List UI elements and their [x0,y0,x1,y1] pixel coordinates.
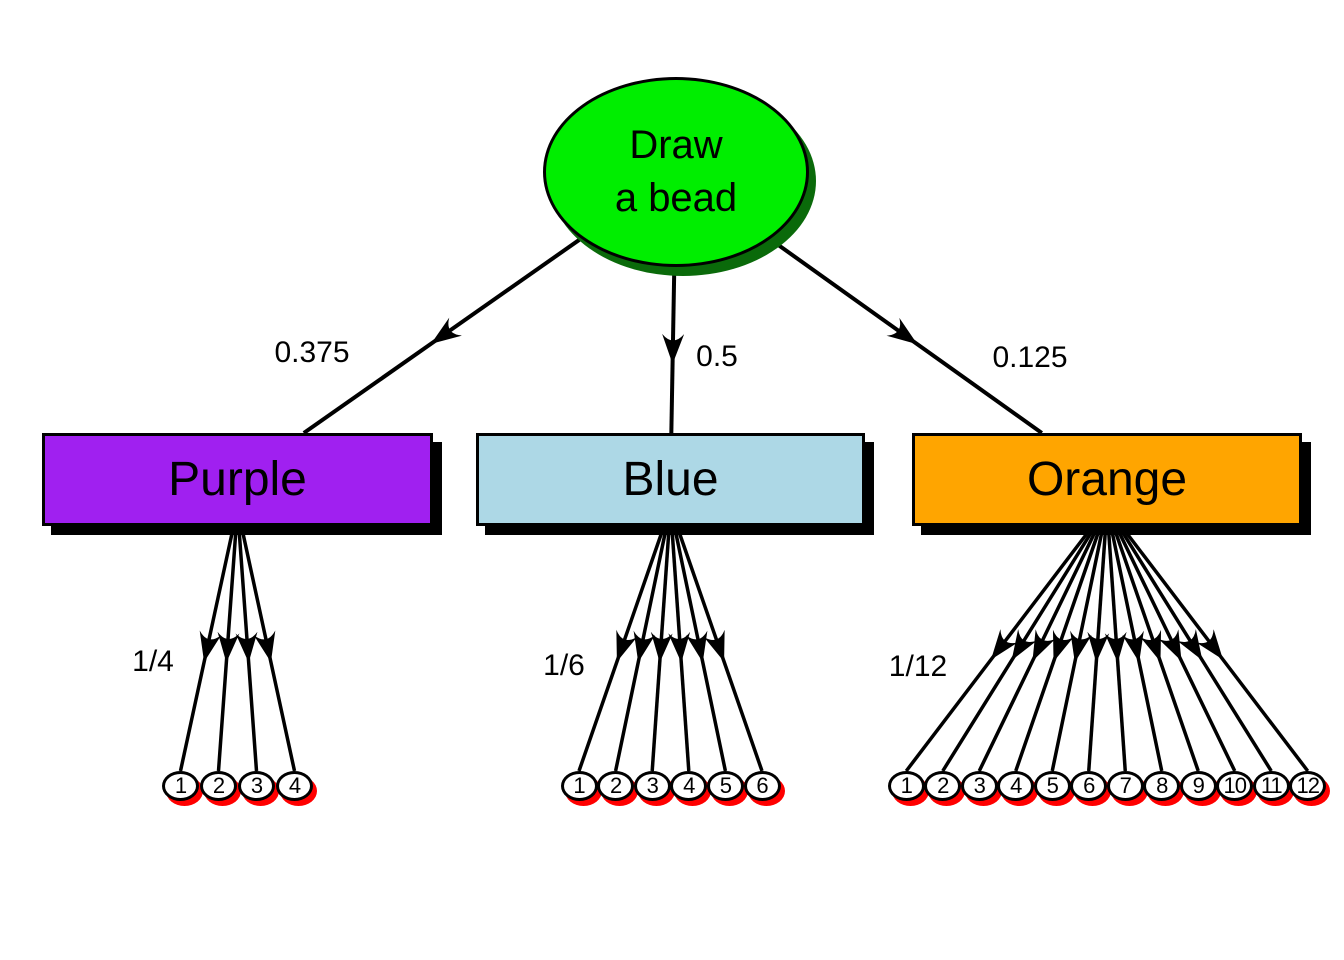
outcome-leaf-blue-4: 4 [670,771,708,801]
outcome-leaf-orange-2: 2 [924,771,962,801]
branch-box-orange: Orange [912,433,1302,526]
edge-orange-to-outcome-5 [1050,525,1105,772]
edge-blue-to-outcome-5 [672,525,728,772]
leaf-probability-label-purple: 1/4 [132,645,174,678]
branch-box-label: Orange [1026,453,1188,506]
edge-blue-to-outcome-3 [650,525,673,772]
branch-box-label: Purple [168,453,307,506]
leaf-probability-label-blue: 1/6 [543,649,585,682]
edge-orange-to-outcome-12 [1119,524,1310,773]
root-node-draw-a-bead: Draw a bead [543,77,809,267]
outcome-leaf-purple-2: 2 [200,771,237,801]
edge-orange-to-outcome-2 [941,525,1097,772]
outcome-leaf-blue-5: 5 [706,771,744,801]
edge-purple-to-outcome-4 [239,525,297,772]
outcome-leaf-orange-1: 1 [887,771,925,801]
outcome-leaf-blue-6: 6 [743,771,781,801]
outcome-leaf-orange-6: 6 [1070,771,1108,801]
edge-blue-to-outcome-4 [668,525,691,772]
edge-root-to-blue [662,266,685,434]
edge-purple-to-outcome-1 [178,525,236,772]
root-label-line-2: a bead [614,176,738,220]
edge-blue-to-outcome-2 [613,525,669,772]
edge-orange-to-outcome-8 [1109,525,1164,772]
edge-purple-to-outcome-3 [235,525,259,772]
edge-orange-to-outcome-4 [1014,525,1103,772]
outcome-leaf-purple-3: 3 [238,771,275,801]
outcome-leaf-purple-4: 4 [276,771,313,801]
branch-probability-label-purple: 0.375 [274,336,350,369]
edge-root-to-purple [302,236,583,435]
outcome-leaf-orange-7: 7 [1106,771,1144,801]
outcome-leaf-orange-12: 12 [1289,771,1327,801]
branch-box-purple: Purple [42,433,433,526]
outcome-leaf-blue-3: 3 [633,771,671,801]
edge-blue-to-outcome-1 [577,525,666,772]
edge-root-to-orange [768,237,1043,435]
branch-probability-label-blue: 0.5 [696,340,738,373]
outcome-leaf-orange-3: 3 [960,771,998,801]
outcome-leaf-blue-2: 2 [597,771,635,801]
edge-orange-to-outcome-1 [904,524,1095,773]
edge-blue-to-outcome-6 [675,525,764,772]
outcome-leaf-orange-10: 10 [1216,771,1254,801]
root-label-line-1: Draw [629,123,723,168]
outcome-leaf-orange-11: 11 [1252,771,1290,801]
branch-box-label: Blue [622,453,719,506]
branch-probability-label-orange: 0.125 [992,341,1068,374]
edge-orange-to-outcome-7 [1104,525,1127,772]
outcome-leaf-blue-1: 1 [560,771,598,801]
outcome-leaf-orange-5: 5 [1033,771,1071,801]
edge-purple-to-outcome-2 [216,525,240,772]
edge-orange-to-outcome-10 [1114,525,1237,772]
outcome-leaf-orange-4: 4 [997,771,1035,801]
leaf-probability-label-orange: 1/12 [888,650,948,683]
root-node-label: Draw a bead [615,119,737,225]
branch-box-blue: Blue [476,433,865,526]
outcome-leaf-orange-8: 8 [1143,771,1181,801]
outcome-leaf-orange-9: 9 [1179,771,1217,801]
edge-orange-to-outcome-6 [1087,525,1110,772]
edge-orange-to-outcome-11 [1117,525,1273,772]
edge-orange-to-outcome-9 [1111,525,1200,772]
edge-orange-to-outcome-3 [977,525,1100,772]
outcome-leaf-purple-1: 1 [162,771,199,801]
